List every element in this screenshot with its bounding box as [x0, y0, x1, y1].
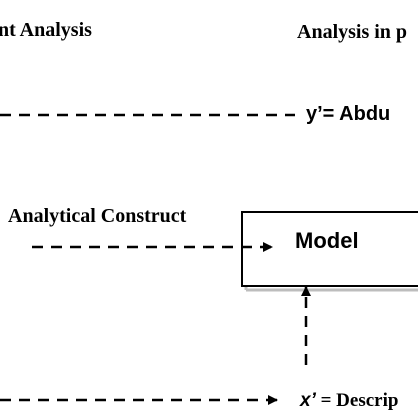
model-box [241, 211, 418, 287]
model-label: Model [295, 228, 359, 253]
description-variable: x’ [300, 390, 316, 411]
header-left-title: nt Analysis [0, 19, 92, 41]
analytical-construct-label: Analytical Construct [8, 205, 187, 227]
description-text: = Descrip [315, 390, 399, 411]
abduction-label: y’= Abdu [306, 103, 391, 125]
header-right-title: Analysis in p [297, 21, 408, 43]
description-label: x’ = Descrip [300, 390, 398, 412]
